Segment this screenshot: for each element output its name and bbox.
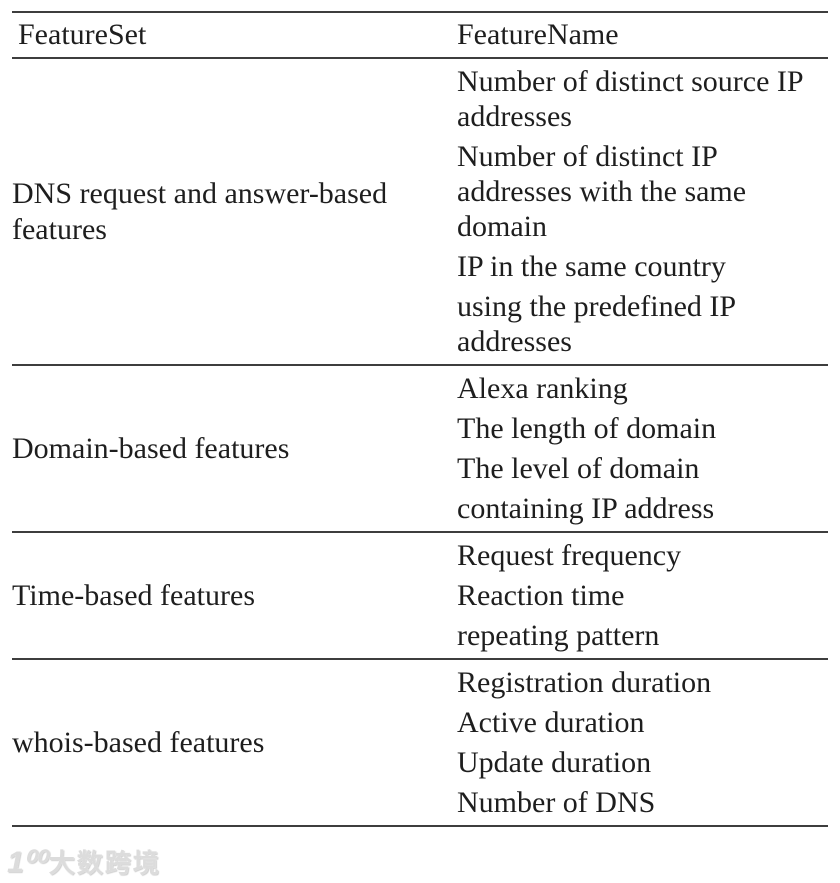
table-row: whois-based features Registration durati… xyxy=(12,659,828,826)
watermark-text: 大数跨境 xyxy=(48,848,161,878)
featurename-item: using the predefined IP addresses xyxy=(457,290,735,358)
featureset-cell: Domain-based features xyxy=(12,431,290,465)
watermark: 1⁰⁰ 大数跨境 xyxy=(7,843,161,880)
featurename-cell: Number of distinct source IP addresses N… xyxy=(457,58,828,365)
featurename-item: containing IP address xyxy=(457,492,715,525)
features-table: FeatureSet FeatureName DNS request and a… xyxy=(12,11,828,827)
featurename-cell: Request frequency Reaction time repeatin… xyxy=(457,532,828,659)
featurename-item: Reaction time xyxy=(457,579,625,612)
featurename-item: Alexa ranking xyxy=(457,372,628,405)
featurename-item: The length of domain xyxy=(457,412,717,445)
featurename-item: Number of DNS xyxy=(457,786,656,819)
featurename-item: Request frequency xyxy=(457,539,682,572)
table-row: DNS request and answer-based features Nu… xyxy=(12,58,828,365)
featureset-cell: whois-based features xyxy=(12,725,265,759)
featurename-item: Registration duration xyxy=(457,666,712,699)
table-row: Domain-based features Alexa ranking The … xyxy=(12,365,828,532)
featurename-item: Active duration xyxy=(457,706,645,739)
featurename-item: repeating pattern xyxy=(457,619,660,652)
watermark-logo-icon: 1⁰⁰ xyxy=(7,846,46,879)
featurename-item: Update duration xyxy=(457,746,652,779)
featurename-cell: Registration duration Active duration Up… xyxy=(457,659,828,826)
featureset-cell: Time-based features xyxy=(12,578,255,612)
featurename-item: IP in the same country xyxy=(457,250,726,283)
featurename-cell: Alexa ranking The length of domain The l… xyxy=(457,365,828,532)
header-row: FeatureSet FeatureName xyxy=(12,12,828,59)
column-header-featurename: FeatureName xyxy=(457,12,828,59)
featurename-item: Number of distinct IP addresses with the… xyxy=(457,140,747,243)
column-header-featureset: FeatureSet xyxy=(12,12,457,59)
featurename-item: The level of domain xyxy=(457,452,700,485)
table-row: Time-based features Request frequency Re… xyxy=(12,532,828,659)
featurename-item: Number of distinct source IP addresses xyxy=(457,65,803,133)
featureset-cell: DNS request and answer-based features xyxy=(12,176,388,246)
